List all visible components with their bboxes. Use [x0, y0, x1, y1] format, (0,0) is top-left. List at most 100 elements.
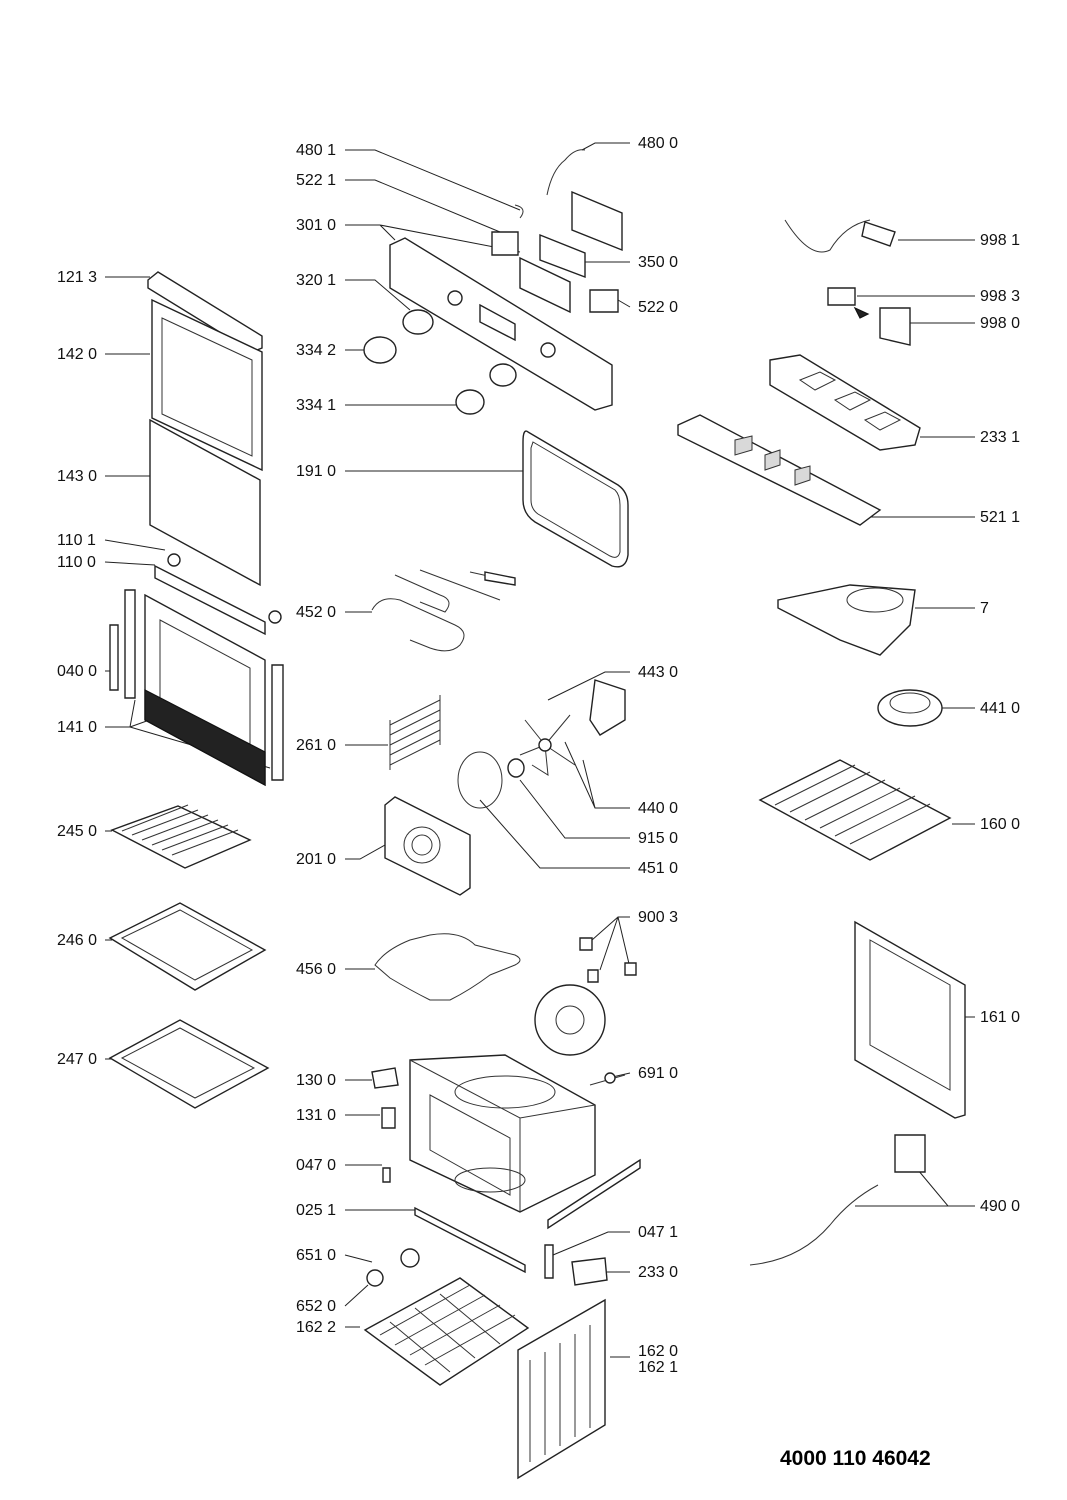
lamp-cover: [366, 1269, 384, 1287]
door-top-trim: [147, 271, 263, 353]
label-191-0: 191 0: [296, 463, 336, 480]
wire-480-1: [514, 204, 524, 219]
label-121-3: 121 3: [57, 269, 97, 286]
knob: [363, 336, 397, 364]
leader-lines: [104, 142, 975, 1358]
thermostat-switch: [589, 289, 619, 313]
part-labels: 121 3 142 0 143 0 110 1 110 0 040 0 141 …: [57, 135, 1020, 1470]
circular-element: [457, 751, 503, 809]
label-245-0: 245 0: [57, 823, 97, 840]
sensor: [382, 1167, 391, 1183]
label-246-0: 246 0: [57, 932, 97, 949]
bracket: [381, 1107, 396, 1129]
label-025-1: 025 1: [296, 1202, 336, 1219]
clamp: [571, 1257, 608, 1286]
outer-door-glass: [151, 298, 263, 472]
cavity-side-panel: [854, 920, 966, 1119]
power-cable-998-1: [784, 219, 871, 253]
label-451-0: 451 0: [638, 860, 678, 877]
wire-480-0: [546, 149, 586, 196]
label-261-0: 261 0: [296, 737, 336, 754]
label-350-0: 350 0: [638, 254, 678, 271]
label-443-0: 443 0: [638, 664, 678, 681]
fan-motor: [589, 679, 626, 736]
clip: [579, 937, 593, 951]
mains-cable: [749, 1184, 879, 1266]
label-441-0: 441 0: [980, 700, 1020, 717]
bottom-trim: [414, 1206, 526, 1274]
label-110-1: 110 1: [57, 532, 96, 549]
label-131-0: 131 0: [296, 1107, 336, 1124]
label-334-1: 334 1: [296, 397, 336, 414]
label-440-0: 440 0: [638, 800, 678, 817]
door-lock: [371, 1067, 399, 1089]
board-bracket: [769, 354, 921, 451]
baking-tray: [108, 902, 267, 991]
inner-door-glass: [149, 418, 261, 587]
label-161-0: 161 0: [980, 1009, 1020, 1026]
glass-holder: [154, 564, 266, 636]
label-652-0: 652 0: [296, 1298, 336, 1315]
fan-cover: [384, 796, 471, 896]
label-162-1: 162 1: [638, 1359, 678, 1376]
label-320-1: 320 1: [296, 272, 336, 289]
label-900-3: 900 3: [638, 909, 678, 926]
label-480-1: 480 1: [296, 142, 336, 159]
label-162-0: 162 0: [638, 1343, 678, 1360]
display-bracket: [571, 190, 623, 252]
label-142-0: 142 0: [57, 346, 97, 363]
label-452-0: 452 0: [296, 604, 336, 621]
cooling-duct: [777, 584, 916, 656]
label-247-0: 247 0: [57, 1051, 97, 1068]
hinge: [109, 624, 119, 691]
bottom-insulation: [363, 1277, 530, 1386]
terminal-block: [894, 1134, 926, 1173]
bottom-element: [374, 933, 521, 1001]
label-143-0: 143 0: [57, 468, 97, 485]
label-998-1: 998 1: [980, 232, 1020, 249]
label-201-0: 201 0: [296, 851, 336, 868]
label-915-0: 915 0: [638, 830, 678, 847]
label-233-1: 233 1: [980, 429, 1020, 446]
temperature-sensor: [544, 1244, 554, 1279]
grill-element: [371, 569, 516, 652]
cooling-fan: [877, 689, 943, 727]
door-side-rail-left: [124, 589, 136, 699]
label-040-0: 040 0: [57, 663, 97, 680]
door-gasket: [522, 430, 629, 568]
label-998-3: 998 3: [980, 288, 1020, 305]
label-047-1: 047 1: [638, 1224, 678, 1241]
label-130-0: 130 0: [296, 1072, 336, 1089]
knob-adapter: [402, 309, 434, 335]
label-301-0: 301 0: [296, 217, 336, 234]
label-691-0: 691 0: [638, 1065, 678, 1082]
label-490-0: 490 0: [980, 1198, 1020, 1215]
label-521-1: 521 1: [980, 509, 1020, 526]
label-334-2: 334 2: [296, 342, 336, 359]
cavity-rail: [547, 1158, 641, 1230]
fan-back-plate: [534, 984, 606, 1056]
label-651-0: 651 0: [296, 1247, 336, 1264]
lamp: [400, 1248, 420, 1268]
label-110-0: 110 0: [57, 554, 96, 571]
display-module: [519, 256, 571, 314]
label-480-0: 480 0: [638, 135, 678, 152]
label-162-2: 162 2: [296, 1319, 336, 1336]
selector-switch: [491, 231, 519, 256]
label-998-3: [827, 287, 856, 306]
label-160-0: 160 0: [980, 816, 1020, 833]
document-number: 4000 110 46042: [780, 1447, 931, 1470]
bumper: [167, 553, 181, 567]
module-998-0: [879, 307, 911, 346]
label-456-0: 456 0: [296, 961, 336, 978]
fan-nut: [507, 758, 525, 778]
door-side-rail-right: [271, 664, 284, 781]
label-7: 7: [980, 600, 989, 617]
label-522-1: 522 1: [296, 172, 336, 189]
rear-insulation: [517, 1298, 606, 1480]
label-047-0: 047 0: [296, 1157, 336, 1174]
label-141-0: 141 0: [57, 719, 97, 736]
label-233-0: 233 0: [638, 1264, 678, 1281]
electronic-board: [677, 414, 882, 526]
